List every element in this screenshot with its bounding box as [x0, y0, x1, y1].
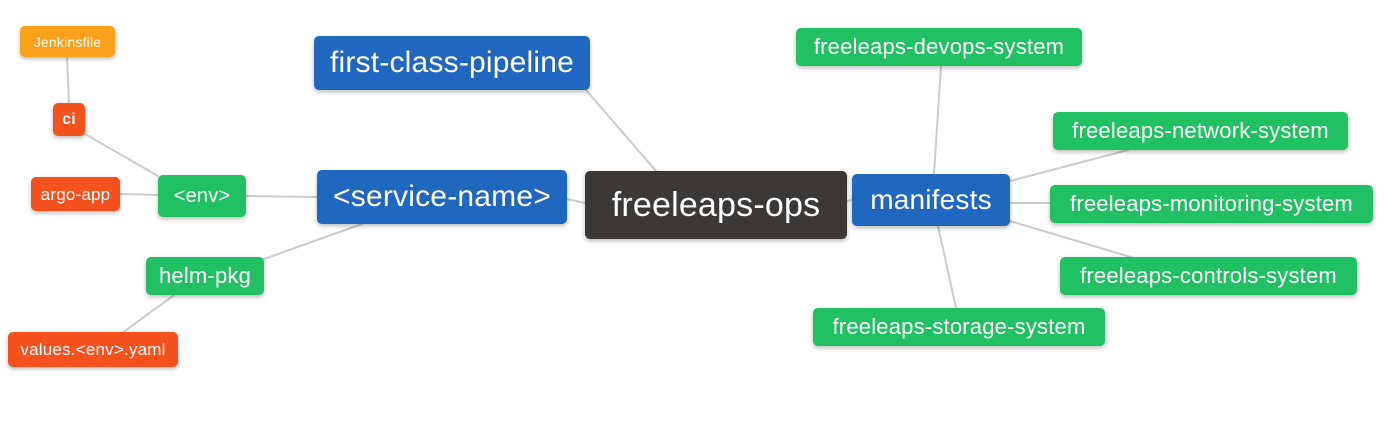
node-helm-pkg[interactable]: helm-pkg — [146, 257, 264, 295]
edge-ci-to-env — [84, 133, 159, 177]
edge-env-to-service-name — [245, 195, 318, 198]
node-first-class-pipeline[interactable]: first-class-pipeline — [314, 36, 590, 90]
node-storage-system[interactable]: freeleaps-storage-system — [813, 308, 1105, 346]
node-manifests[interactable]: manifests — [852, 174, 1010, 226]
edge-helm-pkg-to-service-name — [263, 223, 363, 260]
node-env[interactable]: <env> — [158, 175, 246, 217]
edge-argo-app-to-env — [119, 193, 159, 196]
edge-manifests-to-devops-system — [933, 65, 942, 175]
node-values-env-yaml[interactable]: values.<env>.yaml — [8, 332, 178, 367]
edge-manifests-to-network-system — [1009, 149, 1129, 182]
edge-values-env-yaml-to-helm-pkg — [121, 294, 175, 334]
node-controls-system[interactable]: freeleaps-controls-system — [1060, 257, 1357, 295]
edge-first-class-pipeline-to-freeleaps-ops — [585, 89, 657, 172]
node-ci[interactable]: ci — [53, 103, 85, 136]
node-service-name[interactable]: <service-name> — [317, 170, 567, 224]
edge-service-name-to-freeleaps-ops — [566, 198, 586, 204]
edge-manifests-to-storage-system — [937, 225, 957, 309]
node-monitoring-system[interactable]: freeleaps-monitoring-system — [1050, 185, 1373, 223]
node-freeleaps-ops[interactable]: freeleaps-ops — [585, 171, 847, 239]
edge-freeleaps-ops-to-manifests — [846, 199, 853, 202]
edge-manifests-to-controls-system — [1009, 220, 1135, 259]
node-jenkinsfile[interactable]: Jenkinsfile — [20, 26, 115, 57]
node-argo-app[interactable]: argo-app — [31, 177, 120, 211]
node-devops-system[interactable]: freeleaps-devops-system — [796, 28, 1082, 66]
node-network-system[interactable]: freeleaps-network-system — [1053, 112, 1348, 150]
edge-jenkinsfile-to-ci — [66, 56, 70, 104]
